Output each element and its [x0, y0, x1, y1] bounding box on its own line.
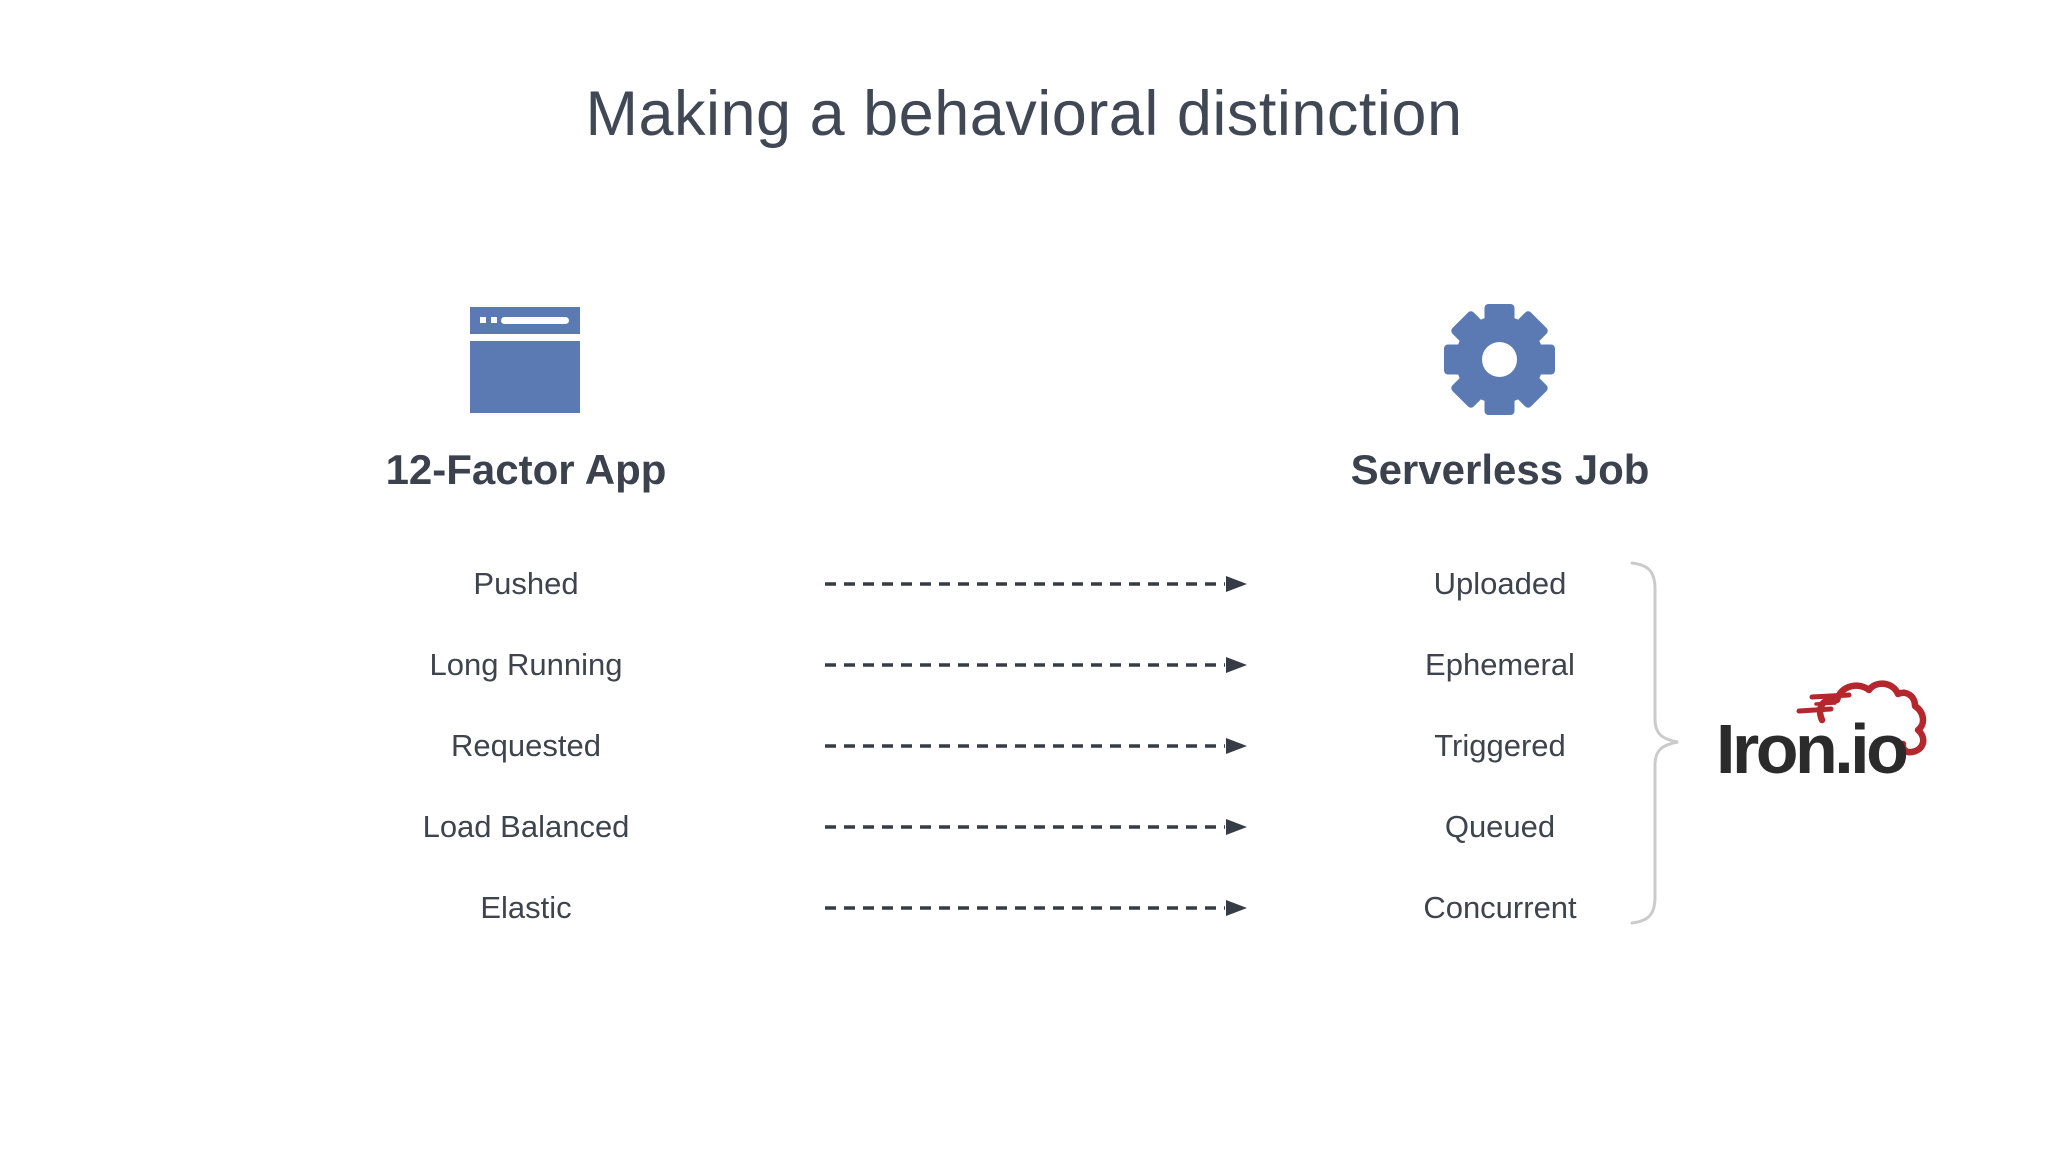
- browser-body: [470, 341, 580, 413]
- mapping-row: Long Running Ephemeral: [0, 643, 2048, 687]
- browser-titlebar: [470, 307, 580, 334]
- left-item-label: Pushed: [473, 566, 579, 601]
- browser-addressbar: [501, 317, 569, 324]
- dashed-arrow-icon: [825, 738, 1247, 754]
- curly-brace: [1630, 561, 1679, 925]
- page-title: Making a behavioral distinction: [585, 79, 1463, 149]
- dashed-arrow-icon: [825, 576, 1247, 592]
- right-item-label: Ephemeral: [1425, 647, 1575, 682]
- left-item-label: Load Balanced: [422, 809, 630, 844]
- right-item-label: Queued: [1444, 809, 1556, 844]
- browser-dot-icon: [491, 317, 497, 323]
- ironio-logo-text: Iron.io: [1716, 710, 1909, 788]
- right-item-label: Triggered: [1434, 728, 1566, 763]
- mapping-row: Requested Triggered: [0, 724, 2048, 768]
- dashed-arrow-icon: [825, 657, 1247, 673]
- dashed-arrow-icon: [825, 819, 1247, 835]
- browser-dot-icon: [480, 317, 486, 323]
- mapping-row: Load Balanced Queued: [0, 805, 2048, 849]
- right-item-label: Concurrent: [1423, 890, 1577, 925]
- right-column-heading: Serverless Job: [1350, 446, 1650, 493]
- gear-icon: [1444, 304, 1555, 415]
- dashed-arrow-icon: [825, 900, 1247, 916]
- left-item-label: Elastic: [480, 890, 572, 925]
- ironio-logo: Iron.io: [1712, 672, 1972, 792]
- mapping-row: Pushed Uploaded: [0, 562, 2048, 606]
- left-item-label: Requested: [451, 728, 601, 763]
- browser-window-icon: [470, 307, 580, 413]
- right-item-label: Uploaded: [1433, 566, 1567, 601]
- left-column-heading: 12-Factor App: [385, 446, 667, 493]
- cloud-icon: [1796, 680, 1927, 756]
- left-item-label: Long Running: [429, 647, 623, 682]
- mapping-row: Elastic Concurrent: [0, 886, 2048, 930]
